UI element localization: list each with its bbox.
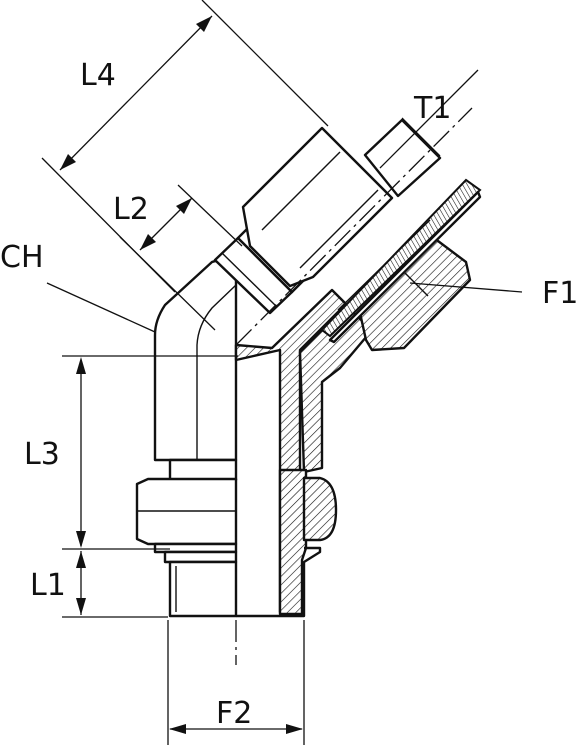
label-l4: L4 <box>80 58 116 93</box>
label-l1: L1 <box>30 568 66 603</box>
dimension-l4 <box>41 0 329 293</box>
label-l3: L3 <box>24 437 60 472</box>
elbow-outer-view <box>153 118 442 462</box>
dimension-l2 <box>119 184 243 331</box>
angled-axis <box>235 107 473 346</box>
leader-f1 <box>409 282 523 293</box>
label-ch: CH <box>0 240 44 275</box>
dimension-l3 <box>62 355 238 550</box>
label-t1: T1 <box>413 91 451 126</box>
label-f2: F2 <box>216 696 252 731</box>
label-l2: L2 <box>113 192 149 227</box>
dimension-l1 <box>62 551 168 618</box>
leader-ch <box>46 282 156 333</box>
lower-hex-outer <box>135 458 238 618</box>
dimension-f2 <box>167 620 305 745</box>
elbow-section-view <box>234 178 482 618</box>
dimension-t1 <box>379 69 479 169</box>
label-f1: F1 <box>542 276 578 311</box>
